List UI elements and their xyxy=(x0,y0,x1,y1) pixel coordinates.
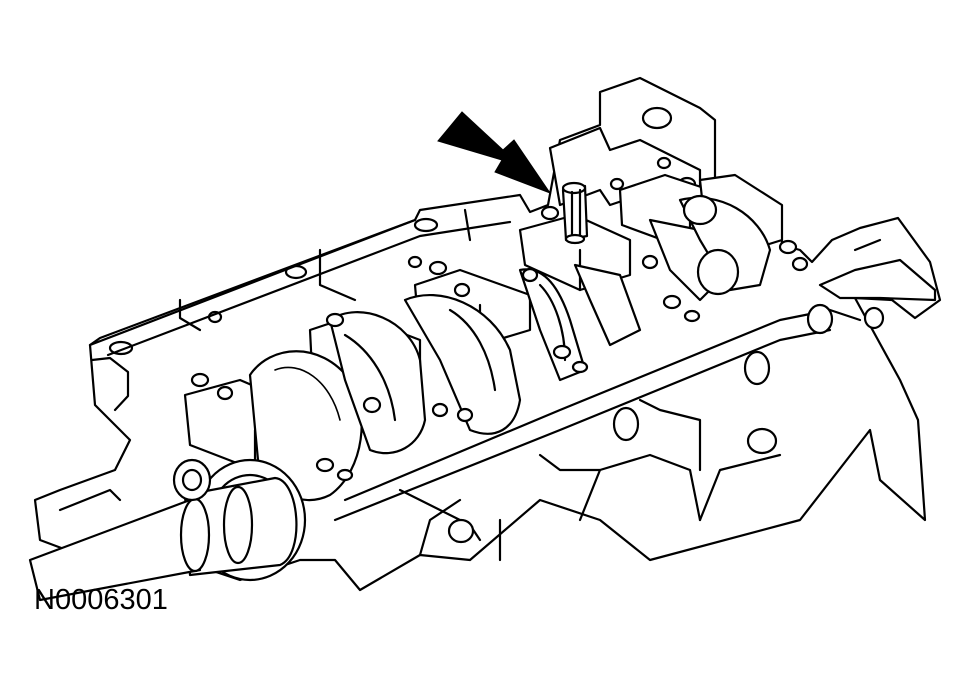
pointer-arrow-icon xyxy=(437,111,552,195)
alignment-dowel-tool xyxy=(561,181,589,245)
upper-rail xyxy=(88,208,512,412)
lower-rail xyxy=(333,303,885,562)
crank-nose xyxy=(28,458,307,602)
cap-bolts xyxy=(190,205,809,482)
figure-id-label: N0006301 xyxy=(34,584,168,616)
right-bracket xyxy=(818,238,937,302)
